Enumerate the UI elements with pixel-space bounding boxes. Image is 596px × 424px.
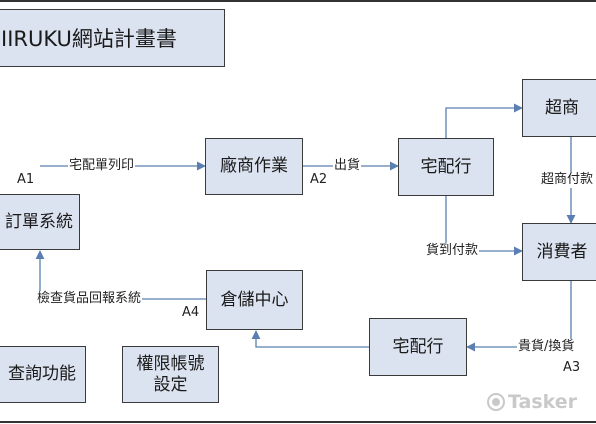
- vendor-ops-box: 廠商作業: [205, 138, 303, 195]
- arrow-consumer-to-delivery-bottom: [466, 281, 572, 352]
- convenience-store-box: 超商: [522, 79, 596, 137]
- watermark-text: Tasker: [508, 391, 578, 413]
- page-title: IIRUKU網站計畫書: [0, 9, 225, 67]
- warehouse-box: 倉儲中心: [206, 270, 303, 330]
- tasker-watermark: Tasker: [487, 391, 577, 413]
- query-function-box: 查詢功能: [0, 346, 86, 403]
- label-inspect-report: 檢查貨品回報系統: [36, 291, 143, 307]
- label-cash-on-delivery: 貨到付款: [425, 243, 480, 259]
- code-a1: A1: [17, 172, 35, 187]
- account-settings-box: 權限帳號 設定: [122, 346, 219, 403]
- top-border-line: [0, 0, 596, 2]
- code-a4: A4: [182, 305, 200, 320]
- tasker-logo-icon: [487, 393, 505, 411]
- label-ship: 出貨: [333, 158, 362, 174]
- label-store-payment: 超商付款: [540, 172, 595, 188]
- consumer-box: 消費者: [522, 223, 596, 281]
- label-return-exchange: 貴貨/換貨: [517, 339, 576, 355]
- delivery-top-box: 宅配行: [398, 138, 494, 196]
- code-a3: A3: [563, 360, 581, 375]
- arrow-delivery-to-store: [445, 103, 523, 138]
- label-print-delivery-orders: 宅配單列印: [68, 158, 136, 174]
- arrow-delivery-bottom-to-warehouse: [251, 330, 369, 348]
- order-system-box: 訂單系統: [0, 194, 80, 250]
- delivery-bottom-box: 宅配行: [369, 318, 467, 376]
- bottom-border-line: [0, 421, 596, 423]
- code-a2: A2: [310, 172, 328, 187]
- account-settings-line1: 權限帳號: [136, 354, 205, 375]
- account-settings-line2: 設定: [153, 374, 188, 395]
